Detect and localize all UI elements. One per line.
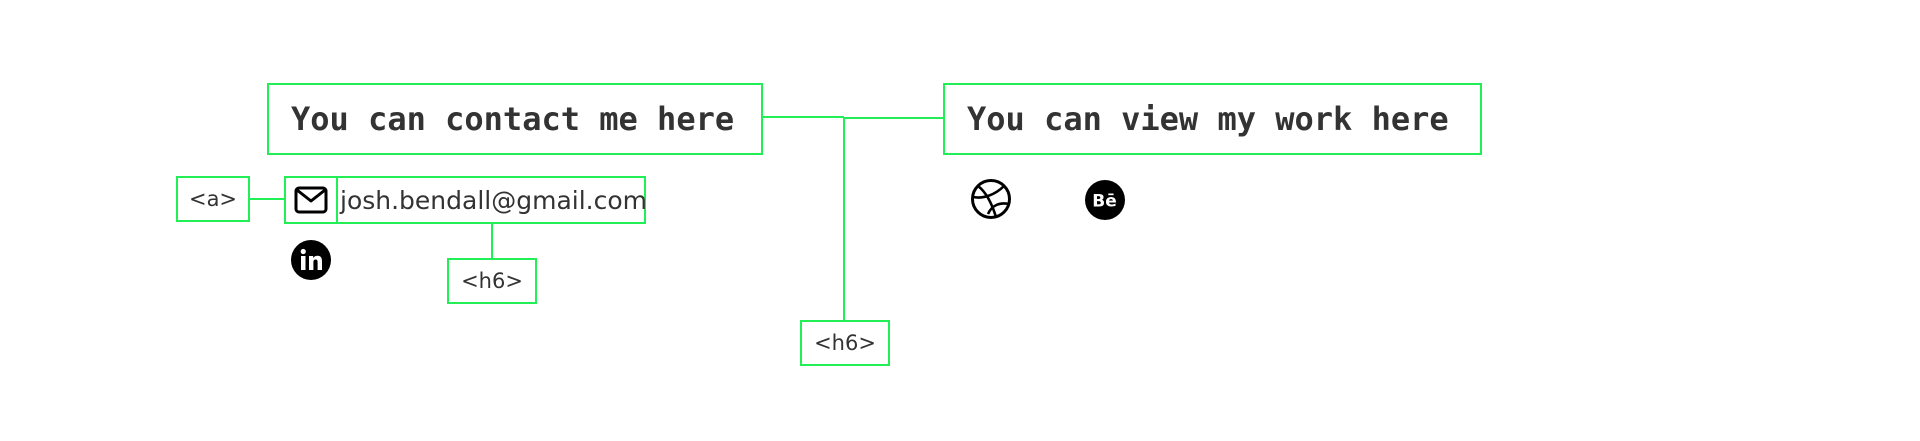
dribbble-icon[interactable] [970,178,1012,220]
linkedin-icon[interactable] [290,239,332,281]
connector-contact-to-junction [762,116,844,118]
work-heading: You can view my work here [943,83,1482,155]
behance-icon[interactable]: Bē [1084,179,1126,221]
work-heading-text: You can view my work here [967,100,1449,138]
email-h6-tag-text: <h6> [461,269,523,293]
headings-h6-tag-label: <h6> [800,320,890,366]
email-address[interactable]: josh.bendall@gmail.com [336,176,648,224]
envelope-icon [294,186,328,214]
connector-email-to-h6-tag [491,222,493,259]
connector-a-tag-to-email-icon [249,198,285,200]
email-link[interactable] [284,176,338,224]
email-h6-tag-label: <h6> [447,258,537,304]
headings-h6-tag-text: <h6> [814,331,876,355]
connector-junction-to-h6-tag [843,117,845,321]
svg-text:Bē: Bē [1092,192,1117,212]
email-address-text: josh.bendall@gmail.com [340,185,648,215]
anchor-tag-text: <a> [188,187,238,211]
connector-junction-to-work [844,117,944,119]
contact-heading-text: You can contact me here [291,100,735,138]
contact-heading: You can contact me here [267,83,763,155]
anchor-tag-label: <a> [176,176,250,222]
